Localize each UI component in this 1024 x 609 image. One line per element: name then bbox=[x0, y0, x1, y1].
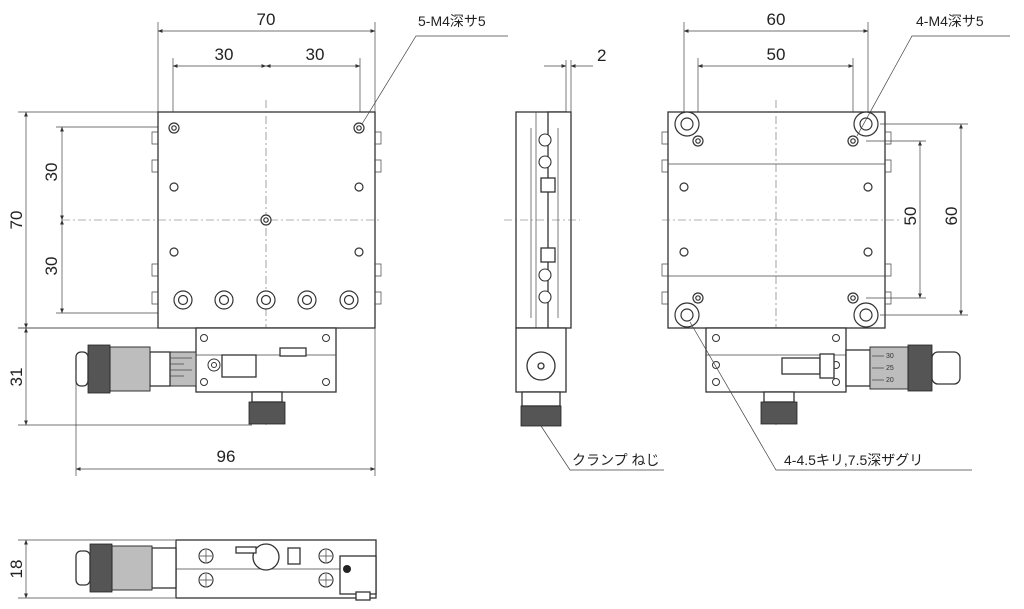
clamp-screw-knob bbox=[248, 401, 286, 425]
svg-text:30: 30 bbox=[886, 353, 894, 360]
top-counterbore-row bbox=[173, 290, 359, 310]
top-height-dimension: 70 bbox=[7, 211, 26, 230]
bottom-width-dimension: 60 bbox=[767, 10, 786, 29]
svg-text:20: 20 bbox=[886, 377, 894, 384]
top-width-dimension: 70 bbox=[257, 10, 276, 29]
bottom-view: 60 50 4-M4 bbox=[661, 10, 1010, 471]
side-view: 2 クランプ ねじ bbox=[504, 46, 664, 471]
top-half-right-dimension: 30 bbox=[306, 45, 325, 64]
counterbore-note: 4-4.5キリ,7.5深ザグリ bbox=[784, 452, 923, 468]
top-micrometer: 45 0 5 bbox=[75, 344, 197, 394]
bottom-tap-note: 4-M4深サ5 bbox=[916, 13, 984, 29]
top-half-left-dimension: 30 bbox=[215, 45, 234, 64]
top-tapped-holes bbox=[168, 122, 365, 257]
bottom-height-dimension: 60 bbox=[942, 207, 961, 226]
svg-text:25: 25 bbox=[886, 365, 894, 372]
clamp-screw-note: クランプ ねじ bbox=[572, 452, 659, 468]
top-lower-half-dimension: 30 bbox=[42, 257, 61, 276]
bottom-inner-width-dimension: 50 bbox=[767, 45, 786, 64]
top-tap-note: 5-M4深サ5 bbox=[418, 13, 486, 29]
bottom-inner-height-dimension: 50 bbox=[901, 207, 920, 226]
top-upper-half-dimension: 30 bbox=[42, 163, 61, 182]
front-height-dimension: 18 bbox=[7, 560, 26, 579]
front-micrometer: 5 10 15 20 bbox=[75, 543, 177, 593]
top-view: 70 30 30 70 30 30 bbox=[7, 10, 508, 476]
bottom-tapped-holes bbox=[679, 135, 873, 304]
front-view: 18 5 10 15 20 bbox=[7, 539, 377, 601]
top-micrometer-offset-dimension: 31 bbox=[7, 368, 26, 387]
top-overall-length-dimension: 96 bbox=[217, 447, 236, 466]
side-offset-dimension: 2 bbox=[597, 46, 606, 65]
bottom-micrometer: 30 25 20 bbox=[845, 344, 961, 392]
